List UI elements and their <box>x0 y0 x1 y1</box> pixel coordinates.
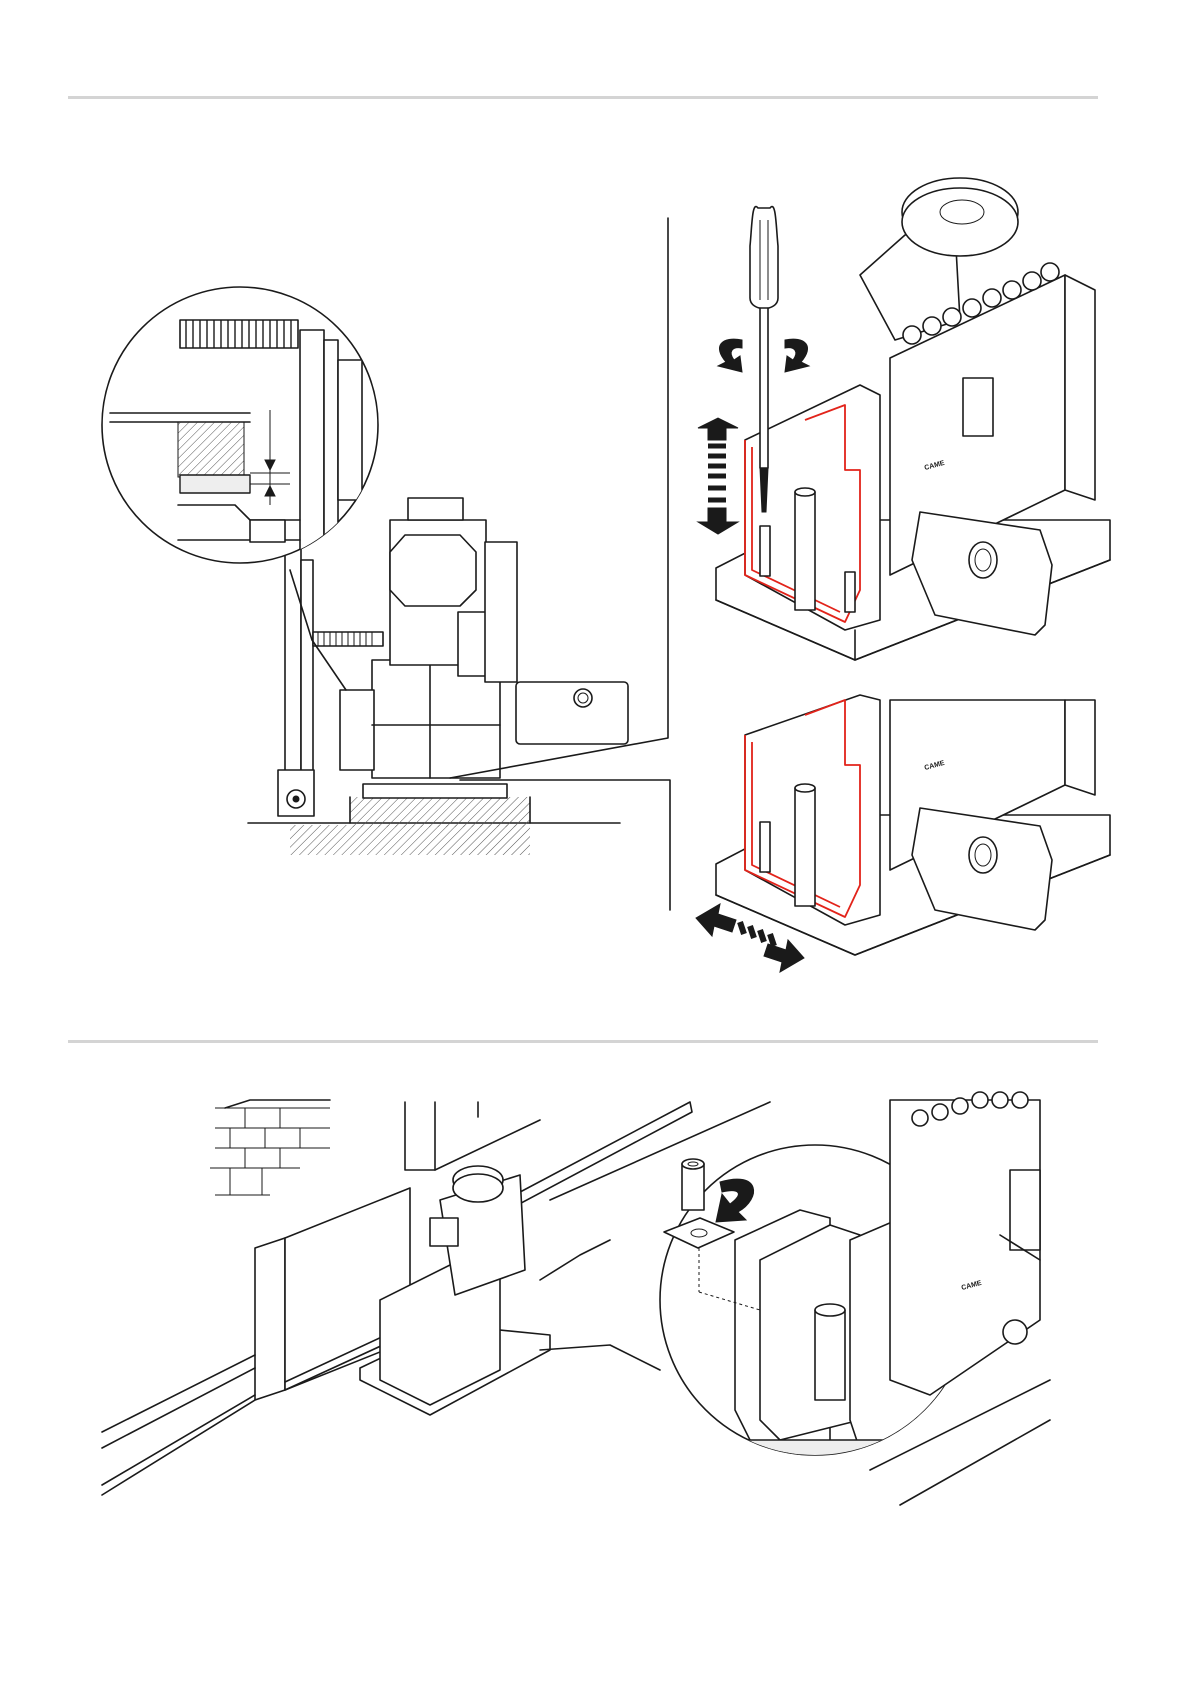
plinth-hatch <box>350 797 530 827</box>
gate-leaf <box>255 1238 285 1400</box>
control-board-window <box>963 378 993 436</box>
operator-closeup: CAME <box>870 1092 1050 1505</box>
screwdriver-adjustment-figure: CAME <box>698 178 1110 660</box>
magnifier-circle-icon <box>102 287 378 690</box>
slide-adjustment-figure: CAME <box>696 695 1110 972</box>
gate-post <box>285 545 301 795</box>
base-plate <box>363 784 507 798</box>
brick-wall <box>210 1100 330 1195</box>
side-cover <box>516 682 628 744</box>
foundation-hatch <box>290 825 530 855</box>
side-panel <box>485 542 517 682</box>
motor-housing <box>372 660 500 778</box>
motor-head <box>390 535 476 606</box>
upper-gear-rack <box>505 1102 692 1210</box>
vertical-arrow-icon <box>698 418 738 534</box>
